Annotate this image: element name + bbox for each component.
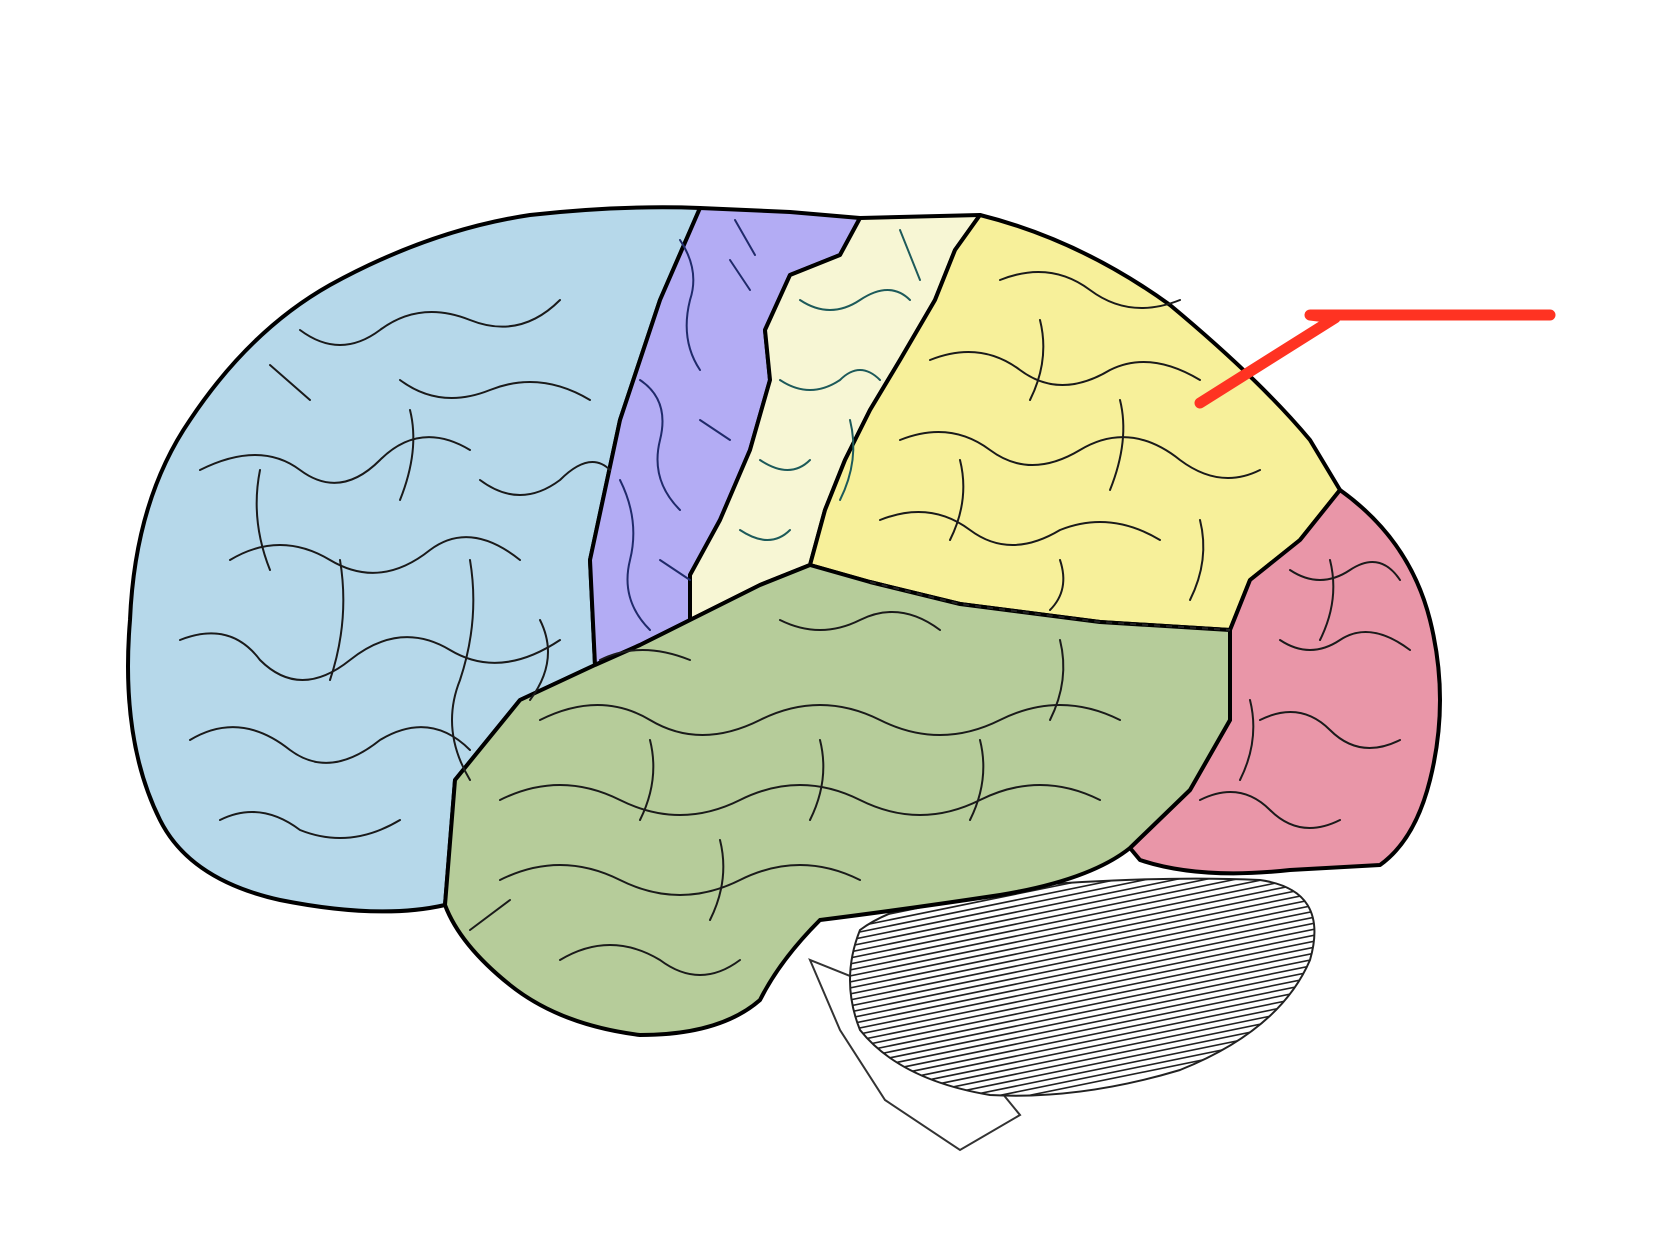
frontal-lobe bbox=[126, 205, 702, 914]
cerebellum-fold bbox=[850, 878, 1315, 979]
cerebellum-fold bbox=[850, 883, 1315, 985]
cerebellum-fold bbox=[850, 878, 1315, 967]
frontal-gyri bbox=[179, 299, 611, 839]
cerebellum-fold bbox=[850, 943, 1315, 1045]
cerebellum-fold bbox=[850, 967, 1315, 1069]
pointer-arrow bbox=[1194, 309, 1556, 409]
cerebellum-fold bbox=[850, 878, 1315, 949]
cerebellum-fold bbox=[850, 889, 1315, 991]
cerebellum-fold bbox=[850, 878, 1315, 955]
cerebellum-fold bbox=[850, 979, 1315, 1081]
cerebellum-fold bbox=[850, 1015, 1315, 1096]
occipital-gyri bbox=[1199, 559, 1411, 829]
cerebellum-fold bbox=[850, 878, 1315, 973]
cerebellum-fold bbox=[850, 925, 1315, 1027]
cerebellum-fold bbox=[850, 991, 1315, 1093]
cerebellum-fold bbox=[850, 901, 1315, 1003]
cerebellum-fold bbox=[850, 913, 1315, 1015]
cerebellum-fold bbox=[850, 907, 1315, 1009]
cerebellum-fold bbox=[850, 919, 1315, 1021]
parietal-gyri bbox=[879, 271, 1261, 611]
cerebellum-fold bbox=[850, 878, 1315, 961]
occipital-lobe bbox=[1128, 488, 1442, 876]
cerebellum-fold bbox=[850, 931, 1315, 1033]
cerebellum-fold bbox=[850, 973, 1315, 1075]
temporal-lobe bbox=[443, 563, 1232, 1037]
cerebellum-fold bbox=[850, 895, 1315, 997]
pointer-line bbox=[1194, 309, 1556, 409]
cerebellum-fold bbox=[850, 955, 1315, 1057]
cerebellum-fold bbox=[850, 985, 1315, 1087]
motor-gyri bbox=[619, 219, 756, 631]
cerebellum-fold bbox=[850, 878, 1315, 937]
sensory-gyri bbox=[739, 229, 921, 541]
cerebellum-fold bbox=[850, 949, 1315, 1051]
cerebellum-fold bbox=[850, 961, 1315, 1063]
cerebellum-fold bbox=[850, 878, 1315, 943]
cerebellum-fold bbox=[850, 937, 1315, 1039]
temporal-gyri bbox=[469, 611, 1121, 976]
